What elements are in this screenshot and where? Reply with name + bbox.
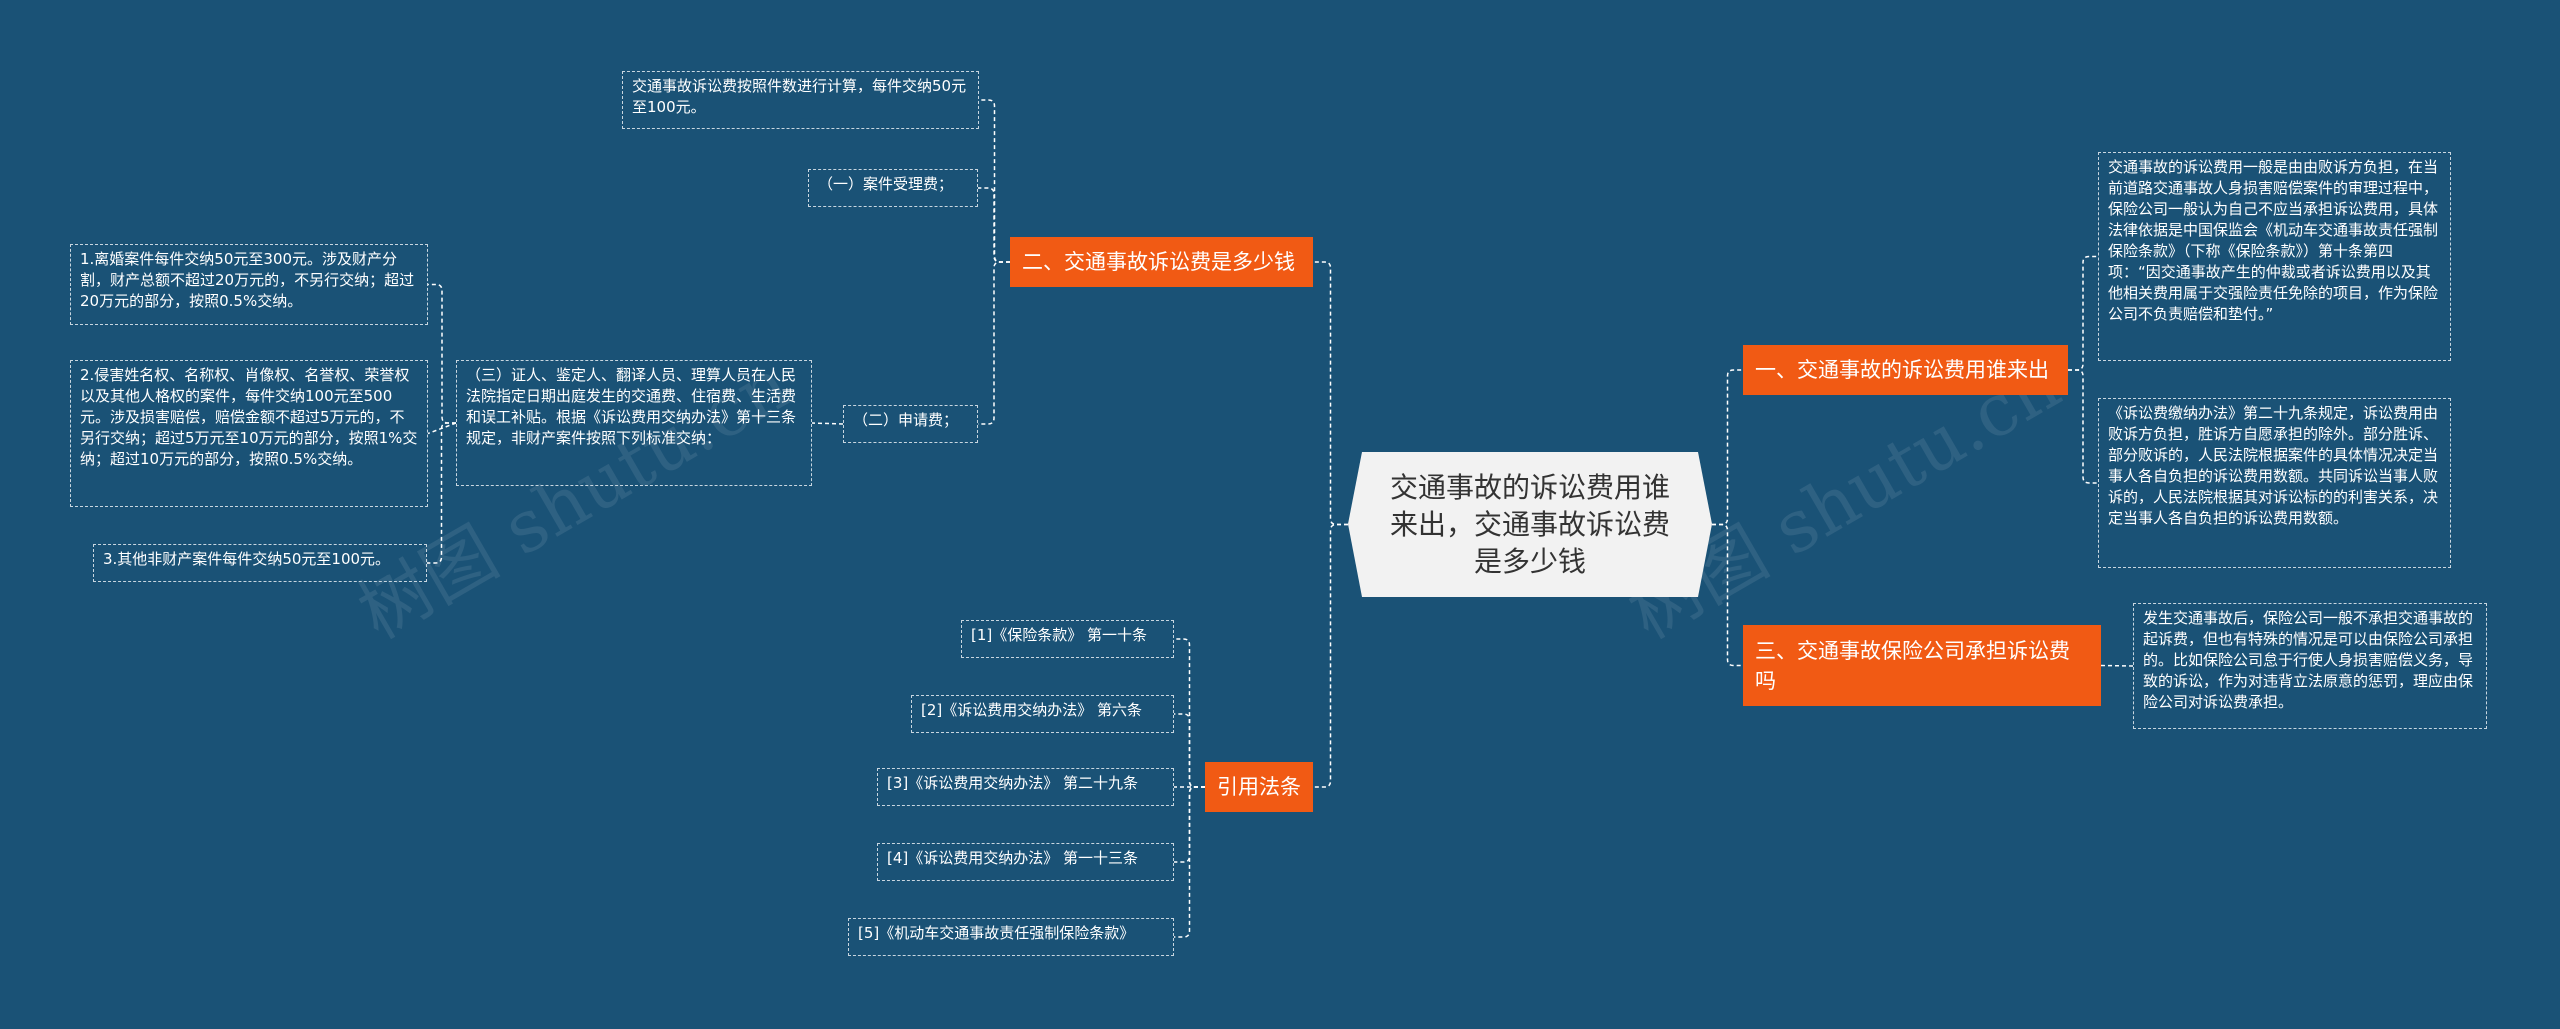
leaf-fee-per-case[interactable]: 交通事故诉讼费按照件数进行计算，每件交纳50元至100元。 (622, 71, 979, 129)
connector-b1-leaf-2 (978, 187, 1010, 263)
branch-who-pays[interactable]: 一、交通事故的诉讼费用谁来出 (1743, 345, 2068, 395)
leaf-law-4[interactable]: [4]《诉讼费用交纳办法》 第一十三条 (877, 843, 1174, 881)
leaf-law-3[interactable]: [3]《诉讼费用交纳办法》 第二十九条 (877, 768, 1174, 806)
leaf-loser-pays-insurance[interactable]: 交通事故的诉讼费用一般是由由败诉方负担，在当前道路交通事故人身损害赔偿案件的审理… (2098, 152, 2451, 361)
branch-cited-laws[interactable]: 引用法条 (1205, 762, 1313, 812)
connector-b2-leaf-2 (2068, 369, 2098, 484)
leaf-witness-expenses[interactable]: （三）证人、鉴定人、翻译人员、理算人员在人民法院指定日期出庭发生的交通费、住宿费… (456, 360, 812, 486)
leaf-personality-rights-case[interactable]: 2.侵害姓名权、名称权、肖像权、名誉权、荣誉权以及其他人格权的案件，每件交纳10… (70, 360, 428, 507)
root-topic[interactable]: 交通事故的诉讼费用谁来出，交通事故诉讼费是多少钱 (1348, 452, 1712, 597)
branch-insurer-pays[interactable]: 三、交通事故保险公司承担诉讼费吗 (1743, 625, 2101, 706)
connector-b2-leaf-1 (2068, 255, 2098, 371)
connector-b4-leaf-5 (1174, 786, 1205, 938)
root-title: 交通事故的诉讼费用谁来出，交通事故诉讼费是多少钱 (1389, 471, 1670, 578)
connector-b1-leaf-3 (978, 261, 1010, 425)
connector-root-b2 (1712, 369, 1743, 526)
leaf-divorce-case[interactable]: 1.离婚案件每件交纳50元至300元。涉及财产分割，财产总额不超过20万元的，不… (70, 244, 428, 325)
connector-root-b4 (1313, 523, 1348, 788)
connector-b1-leaf-1 (979, 99, 1010, 263)
connector-b4-leaf-2 (1174, 713, 1205, 788)
connector-root-b1 (1313, 261, 1348, 526)
leaf-fee-rules-article-29[interactable]: 《诉讼费缴纳办法》第二十九条规定，诉讼费用由败诉方负担，胜诉方自愿承担的除外。部… (2098, 398, 2451, 568)
connector-b4-leaf-1 (1174, 638, 1205, 788)
leaf-other-non-property-case[interactable]: 3.其他非财产案件每件交纳50元至100元。 (93, 544, 427, 582)
root-shape (1348, 452, 1712, 597)
leaf-law-2[interactable]: [2]《诉讼费用交纳办法》 第六条 (911, 695, 1174, 733)
leaf-insurer-exceptions[interactable]: 发生交通事故后，保险公司一般不承担交通事故的起诉费，但也有特殊的情况是可以由保险… (2133, 603, 2487, 729)
leaf-law-1[interactable]: [1]《保险条款》 第一十条 (961, 620, 1174, 658)
leaf-application-fee[interactable]: （二）申请费； (843, 405, 978, 443)
connector-b3-leaf-1 (2100, 664, 2134, 667)
leaf-law-5[interactable]: [5]《机动车交通事故责任强制保险条款》 (848, 918, 1174, 956)
connector-root-b3 (1712, 523, 1743, 667)
branch-fee-amount[interactable]: 二、交通事故诉讼费是多少钱 (1010, 237, 1313, 287)
connector-apply-third (811, 422, 844, 425)
connector-third-leaf-3 (427, 422, 456, 564)
leaf-case-acceptance-fee[interactable]: （一）案件受理费； (808, 169, 978, 207)
connector-third-leaf-1 (428, 283, 456, 424)
